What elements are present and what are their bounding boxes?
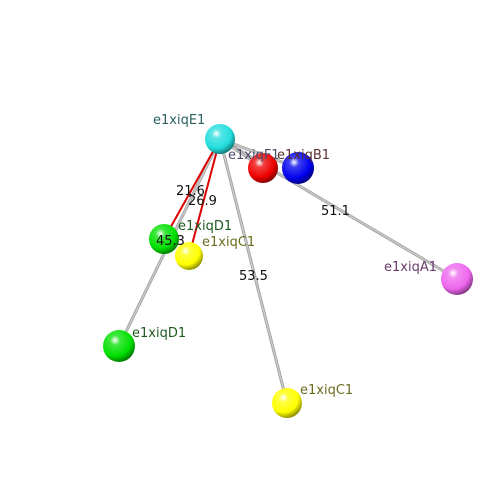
atom-labels: e1xiqC1e1xiqD1e1xiqA1e1xiqC1e1xiqD1e1xiq… [132, 113, 437, 398]
atom-label-iqC1_near: e1xiqC1 [202, 235, 255, 250]
atom-sphere-iqD1_far[interactable] [103, 330, 135, 362]
atom-sphere-iqD1_near[interactable] [149, 224, 179, 254]
atom-label-iqC1_far: e1xiqC1 [300, 383, 353, 398]
atom-label-iqB1: e1xiqB1 [277, 148, 330, 163]
distance-label-d269: 26.9 [188, 194, 217, 209]
atom-sphere-iqE1[interactable] [205, 124, 235, 154]
atom-label-iqD1_far: e1xiqD1 [132, 326, 186, 341]
atom-sphere-iqF1[interactable] [248, 153, 278, 183]
distance-labels: 21.626.9 45.3 53.5 51.1 [156, 184, 350, 284]
distance-label-d453: 45.3 [156, 234, 185, 249]
atom-spheres [103, 124, 473, 418]
distance-label-d216: 21.6 [176, 184, 205, 199]
distance-label-d535: 53.5 [239, 269, 268, 284]
atom-label-iqA1: e1xiqA1 [384, 260, 437, 275]
bond-line-iqE1-iqC1_far [219, 138, 288, 404]
atom-sphere-iqC1_near[interactable] [175, 242, 203, 270]
bond-line-iqE1-iqD1_near [163, 138, 221, 240]
bond-line-iqE1-iqC1_near [188, 138, 221, 257]
distance-label-d511: 51.1 [321, 204, 350, 219]
atom-label-iqD1_near: e1xiqD1 [178, 219, 232, 234]
atom-label-iqE1: e1xiqE1 [153, 113, 205, 128]
atom-sphere-iqB1[interactable] [282, 152, 314, 184]
atom-sphere-iqA1[interactable] [441, 263, 473, 295]
atom-sphere-iqC1_far[interactable] [272, 388, 302, 418]
atom-label-iqF1: e1xiqF1 [228, 148, 280, 163]
